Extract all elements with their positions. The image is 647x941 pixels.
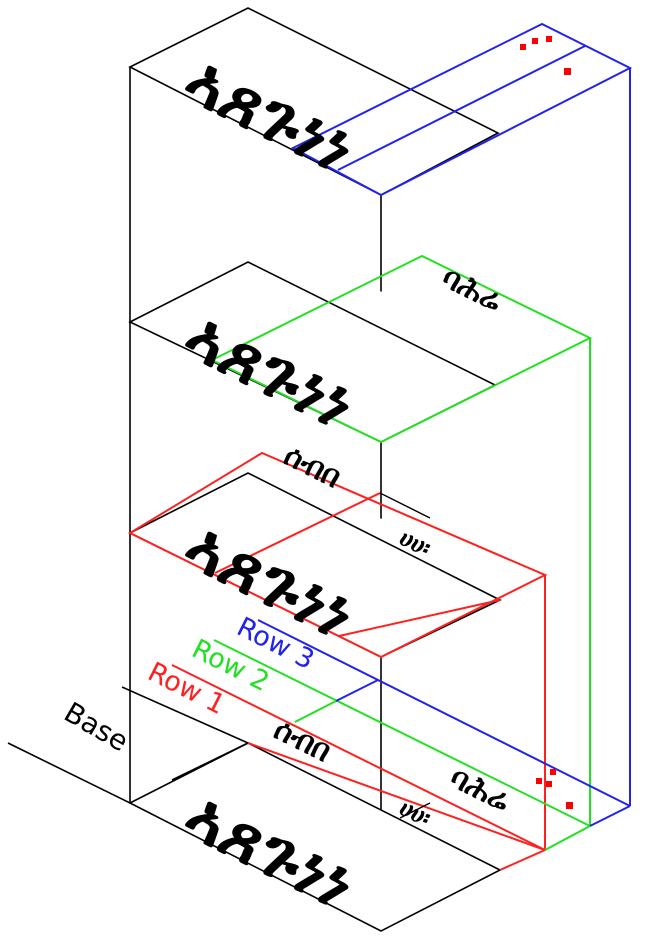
row3-level: ኣጸጉነነ	[128, 7, 633, 197]
base-label: Base	[59, 695, 135, 758]
base-small-glyphs-row2: ባሕሬ	[444, 760, 516, 819]
row1-small-glyphs: ሰብበ	[278, 438, 346, 496]
row1-level: ኣጸጉነነ ሰብበ ሀሀ፡	[127, 438, 548, 659]
row2-level: ኣጸጉነነ ባሕሬ	[128, 254, 593, 444]
base-red-dots	[536, 769, 573, 809]
base-level: ኣጸጉነነ ሰብበ ባሕሬ ሀሀ፡ Base Row 1 Row 2 Row 3	[7, 612, 631, 932]
row3-red-dots	[520, 36, 571, 75]
